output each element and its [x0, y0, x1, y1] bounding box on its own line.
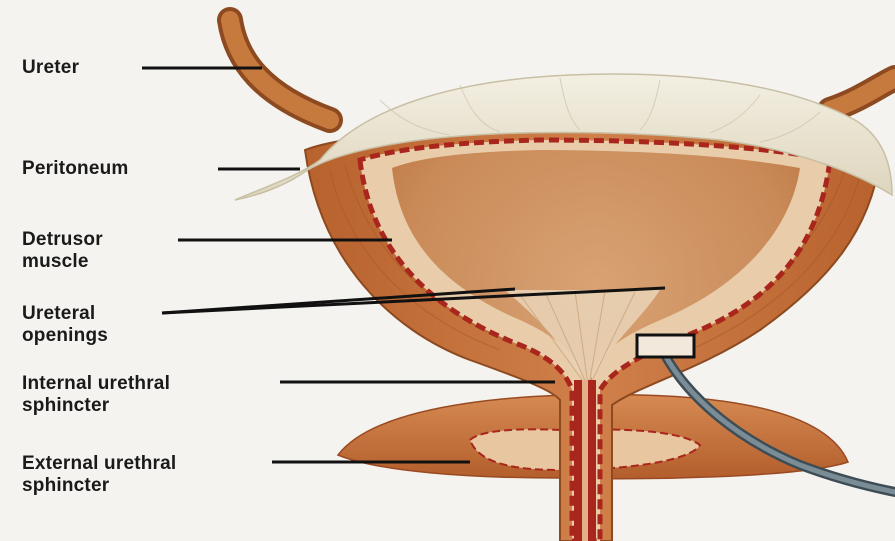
label-detrusor-muscle: Detrusor muscle [22, 229, 103, 273]
label-ureteral-line2: openings [22, 325, 108, 347]
label-ureteral-line1: Ureteral [22, 303, 108, 325]
label-internal-line2: sphincter [22, 395, 170, 417]
sensor-box [637, 335, 694, 357]
label-external-line1: External urethral [22, 453, 176, 475]
label-detrusor-line2: muscle [22, 251, 103, 273]
label-internal-urethral-sphincter: Internal urethral sphincter [22, 373, 170, 417]
label-external-urethral-sphincter: External urethral sphincter [22, 453, 176, 497]
label-ureter: Ureter [22, 57, 79, 79]
urethra-lumen [582, 380, 588, 541]
label-detrusor-line1: Detrusor [22, 229, 103, 251]
label-ureter-text: Ureter [22, 57, 79, 79]
label-ureteral-openings: Ureteral openings [22, 303, 108, 347]
label-peritoneum: Peritoneum [22, 158, 129, 180]
label-external-line2: sphincter [22, 475, 176, 497]
label-peritoneum-text: Peritoneum [22, 158, 129, 180]
label-internal-line1: Internal urethral [22, 373, 170, 395]
